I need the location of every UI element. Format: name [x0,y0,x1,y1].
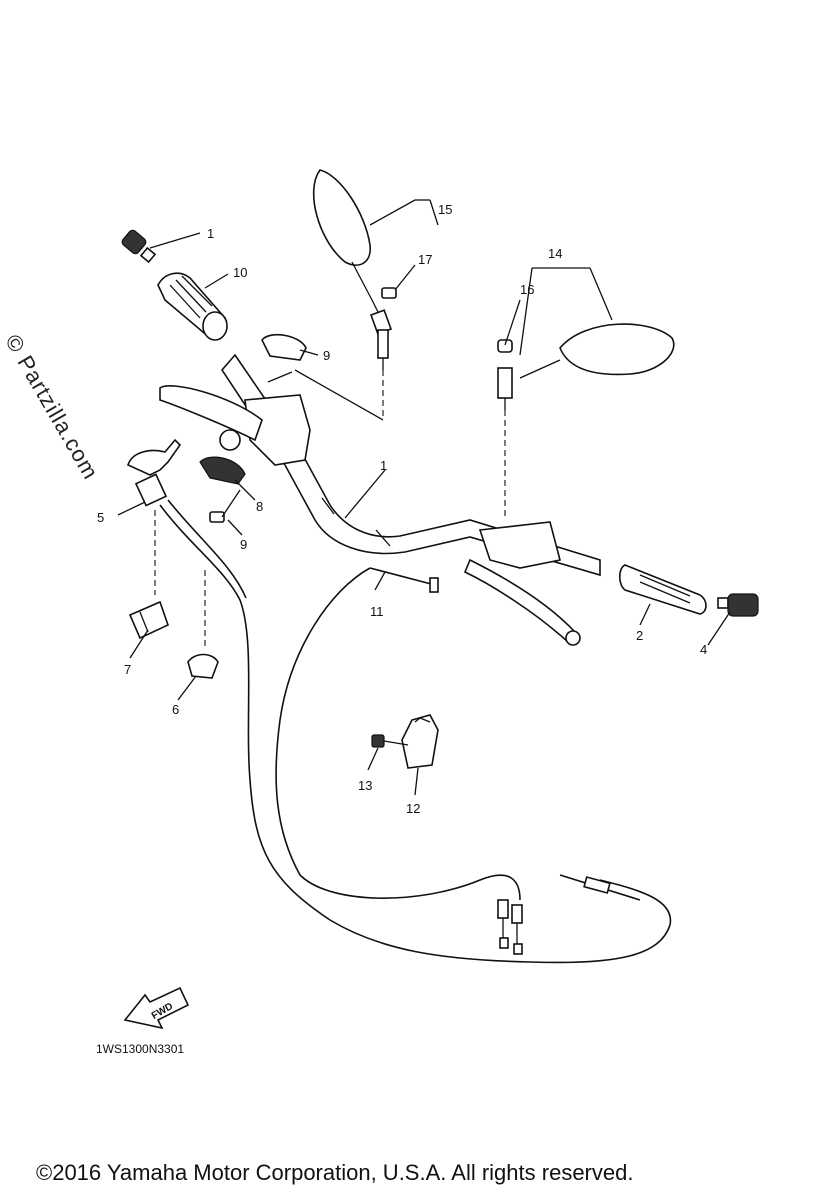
cable-ends[interactable] [497,874,641,955]
holder-8[interactable] [199,456,246,485]
grip-end-left[interactable] [121,229,157,264]
grip-end-right[interactable] [717,593,759,617]
mirror-right[interactable] [497,323,675,410]
bolt-17[interactable] [381,287,397,299]
mirror-left[interactable] [312,169,393,370]
callout-13[interactable]: 13 [358,778,372,793]
screw-10[interactable] [209,489,241,523]
right-lever-assembly[interactable] [463,521,581,646]
diagram-code: 1WS1300N3301 [96,1042,185,1056]
callout-4-left[interactable]: 1 [207,226,214,241]
callout-9[interactable]: 9 [323,348,330,363]
holder-9[interactable] [261,333,307,361]
bracket-12[interactable] [401,714,439,769]
throttle-cable-assembly[interactable] [127,438,672,964]
grip-right[interactable] [618,564,707,615]
fwd-arrow-icon: FWD [123,986,190,1030]
grip-left[interactable] [157,272,228,341]
callout-4-right[interactable]: 4 [700,642,707,657]
callout-6[interactable]: 6 [172,702,179,717]
callout-3[interactable]: 10 [233,265,247,280]
callout-10[interactable]: 9 [240,537,247,552]
cable-11[interactable] [275,567,521,901]
alignment-lines [154,370,506,650]
callout-1[interactable]: 1 [380,458,387,473]
callout-12[interactable]: 12 [406,801,420,816]
holder-6[interactable] [187,653,219,679]
callout-2[interactable]: 2 [636,628,643,643]
callout-11[interactable]: 11 [370,604,384,619]
left-lever-assembly[interactable] [159,385,311,466]
callout-7[interactable]: 7 [124,662,131,677]
callouts: 1 10 15 17 14 16 9 1 8 9 5 11 2 4 7 6 13… [97,202,707,816]
callout-17[interactable]: 17 [418,252,432,267]
bolt-13[interactable] [371,734,409,748]
callout-15[interactable]: 15 [438,202,452,217]
callout-16[interactable]: 16 [520,282,534,297]
callout-5[interactable]: 5 [97,510,104,525]
copyright-notice: ©2016 Yamaha Motor Corporation, U.S.A. A… [36,1160,634,1185]
leader-lines [117,199,731,796]
callout-8[interactable]: 8 [256,499,263,514]
bolt-16[interactable] [497,339,513,353]
holder-7[interactable] [128,600,169,640]
callout-14[interactable]: 14 [548,246,562,261]
